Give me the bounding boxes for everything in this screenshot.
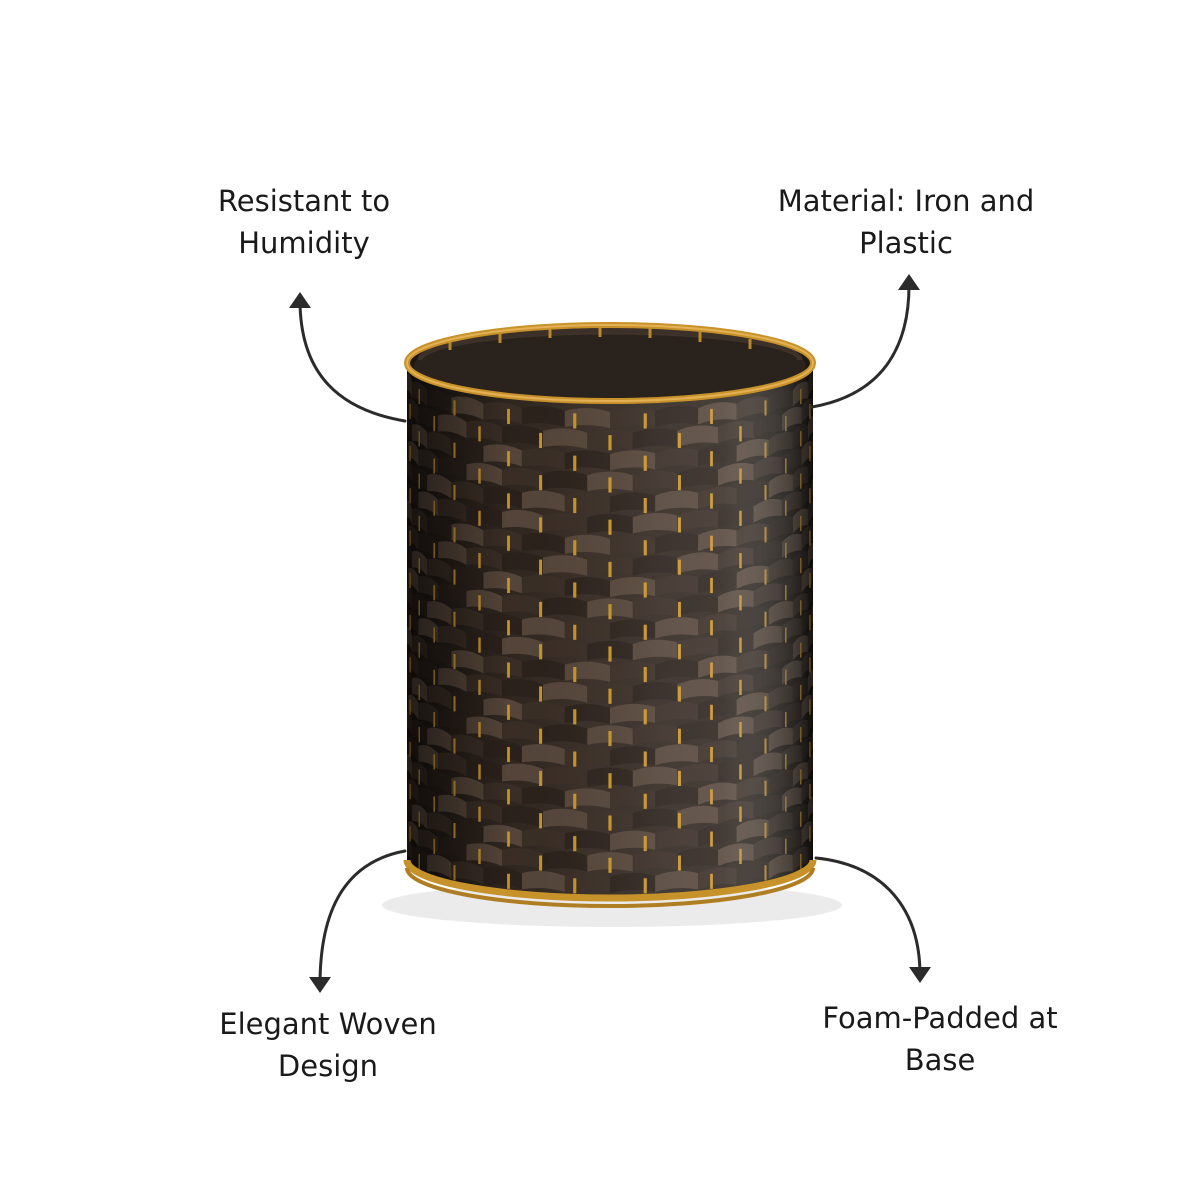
- feature-label-humidity: Resistant to Humidity: [217, 184, 391, 260]
- feature-label-base: Foam-Padded at Base: [822, 1001, 1058, 1077]
- arrow-top-right: [810, 280, 911, 409]
- feature-label-material: Material: Iron and Plastic: [777, 184, 1035, 260]
- basket-bottom-rim: [403, 859, 817, 902]
- arrow-top-left: [298, 298, 407, 423]
- arrow-bottom-left: [318, 849, 407, 987]
- arrow-bottom-right: [814, 856, 922, 977]
- feature-label-design: Elegant Woven Design: [219, 1007, 437, 1083]
